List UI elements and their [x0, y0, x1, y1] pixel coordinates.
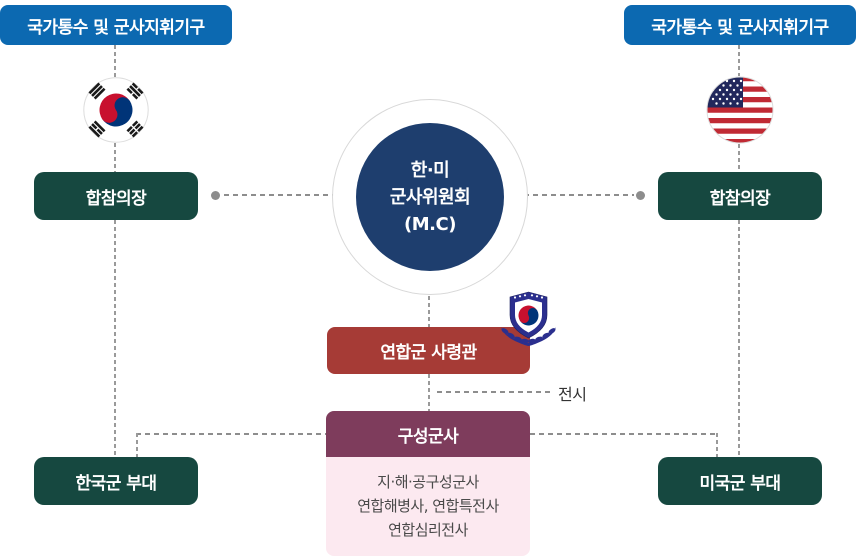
us-flag-icon — [706, 76, 774, 148]
cfc-commander-box: 연합군 사령관 — [327, 327, 530, 374]
jcs-chairman-label-right: 합참의장 — [709, 188, 771, 209]
component-command-line: 지·해·공구성군사 — [377, 473, 479, 491]
connector-right-3 — [738, 220, 740, 457]
military-committee-line1: 한·미 — [410, 159, 450, 181]
rok-units-box: 한국군 부대 — [34, 457, 198, 505]
connector-committee-right — [524, 194, 634, 196]
jcs-chairman-box-right: 합참의장 — [658, 172, 822, 220]
connector-units-right-h — [530, 433, 718, 435]
component-command-detail: 지·해·공구성군사 연합해병사, 연합특전사 연합심리전사 — [326, 457, 530, 556]
connector-committee-left — [224, 194, 334, 196]
military-committee-line3: (M.C) — [404, 213, 456, 235]
connector-wartime — [437, 391, 552, 393]
cfc-commander-label: 연합군 사령관 — [380, 343, 477, 363]
junction-dot-left — [211, 191, 220, 200]
component-command-line: 연합심리전사 — [388, 521, 468, 539]
connector-right-2 — [738, 144, 740, 172]
national-command-label-right: 국가통수 및 군사지휘기구 — [651, 17, 829, 38]
cfc-shield-emblem-icon — [498, 291, 559, 350]
jcs-chairman-box-left: 합참의장 — [34, 172, 198, 220]
connector-center-1 — [428, 296, 430, 327]
jcs-chairman-label-left: 합참의장 — [85, 188, 147, 209]
us-units-box: 미국군 부대 — [658, 457, 822, 505]
connector-left-2 — [114, 143, 116, 172]
component-command-line: 연합해병사, 연합특전사 — [357, 497, 499, 515]
national-command-label-left: 국가통수 및 군사지휘기구 — [27, 17, 205, 38]
wartime-label: 전시 — [558, 385, 587, 404]
national-command-box-left: 국가통수 및 군사지휘기구 — [0, 5, 232, 45]
us-units-label: 미국군 부대 — [699, 473, 781, 494]
component-command-title: 구성군사 — [397, 426, 459, 447]
connector-left-3 — [114, 220, 116, 457]
military-committee-line2: 군사위원회 — [389, 186, 471, 208]
military-committee-circle: 한·미 군사위원회 (M.C) — [356, 123, 504, 271]
connector-units-left-h — [136, 433, 326, 435]
connector-units-right-v — [716, 433, 718, 457]
connector-left-1 — [114, 45, 116, 77]
component-command-box: 구성군사 — [326, 411, 530, 457]
rok-units-label: 한국군 부대 — [75, 473, 157, 494]
connector-right-1 — [738, 45, 740, 76]
south-korea-flag-icon — [83, 77, 149, 147]
connector-units-left-v — [136, 433, 138, 457]
junction-dot-right — [636, 191, 645, 200]
connector-center-2 — [428, 374, 430, 411]
national-command-box-right: 국가통수 및 군사지휘기구 — [624, 5, 856, 45]
